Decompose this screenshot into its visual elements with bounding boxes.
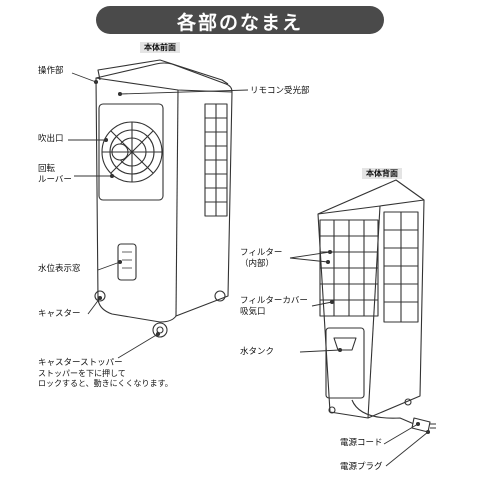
label-remote-receiver: リモコン受光部 [250,86,310,96]
front-view-tag: 本体前面 [140,42,180,53]
label-filter-line2: （内部） [240,259,275,269]
label-louver-line2: ルーバー [38,175,72,185]
stopper-note-line2: ロックすると、動きにくくなります。 [38,379,173,388]
label-filter-cover-line2: 吸気口 [240,307,266,317]
front-casters [94,290,226,338]
label-water-window: 水位表示窓 [38,264,81,274]
label-water-tank: 水タンク [240,347,275,357]
label-filter-cover-line1: フィルターカバー [240,296,308,306]
back-unit-drawing [317,179,436,433]
label-outlet: 吹出口 [38,134,64,144]
front-side-grid [204,103,228,217]
power-plug [411,417,431,433]
label-caster-stopper: キャスターストッパー [38,358,123,368]
back-view-tag: 本体背面 [362,168,402,179]
label-power-plug: 電源プラグ [340,462,383,472]
page-title: 各部のなまえ [176,12,303,34]
back-filter-grid [319,211,419,323]
label-power-cord: 電源コード [340,438,383,448]
title-banner: 各部のなまえ [96,6,384,34]
water-tank-outline [325,327,365,399]
label-louver-line1: 回転 [38,164,56,174]
label-caster: キャスター [38,309,81,319]
stopper-note-line1: ストッパーを下に押して [38,369,126,378]
fan-grill [101,121,163,183]
label-filter-line1: フィルター [240,248,283,258]
label-control-panel: 操作部 [38,66,64,76]
power-cord [351,399,415,425]
front-unit-drawing [94,59,233,338]
